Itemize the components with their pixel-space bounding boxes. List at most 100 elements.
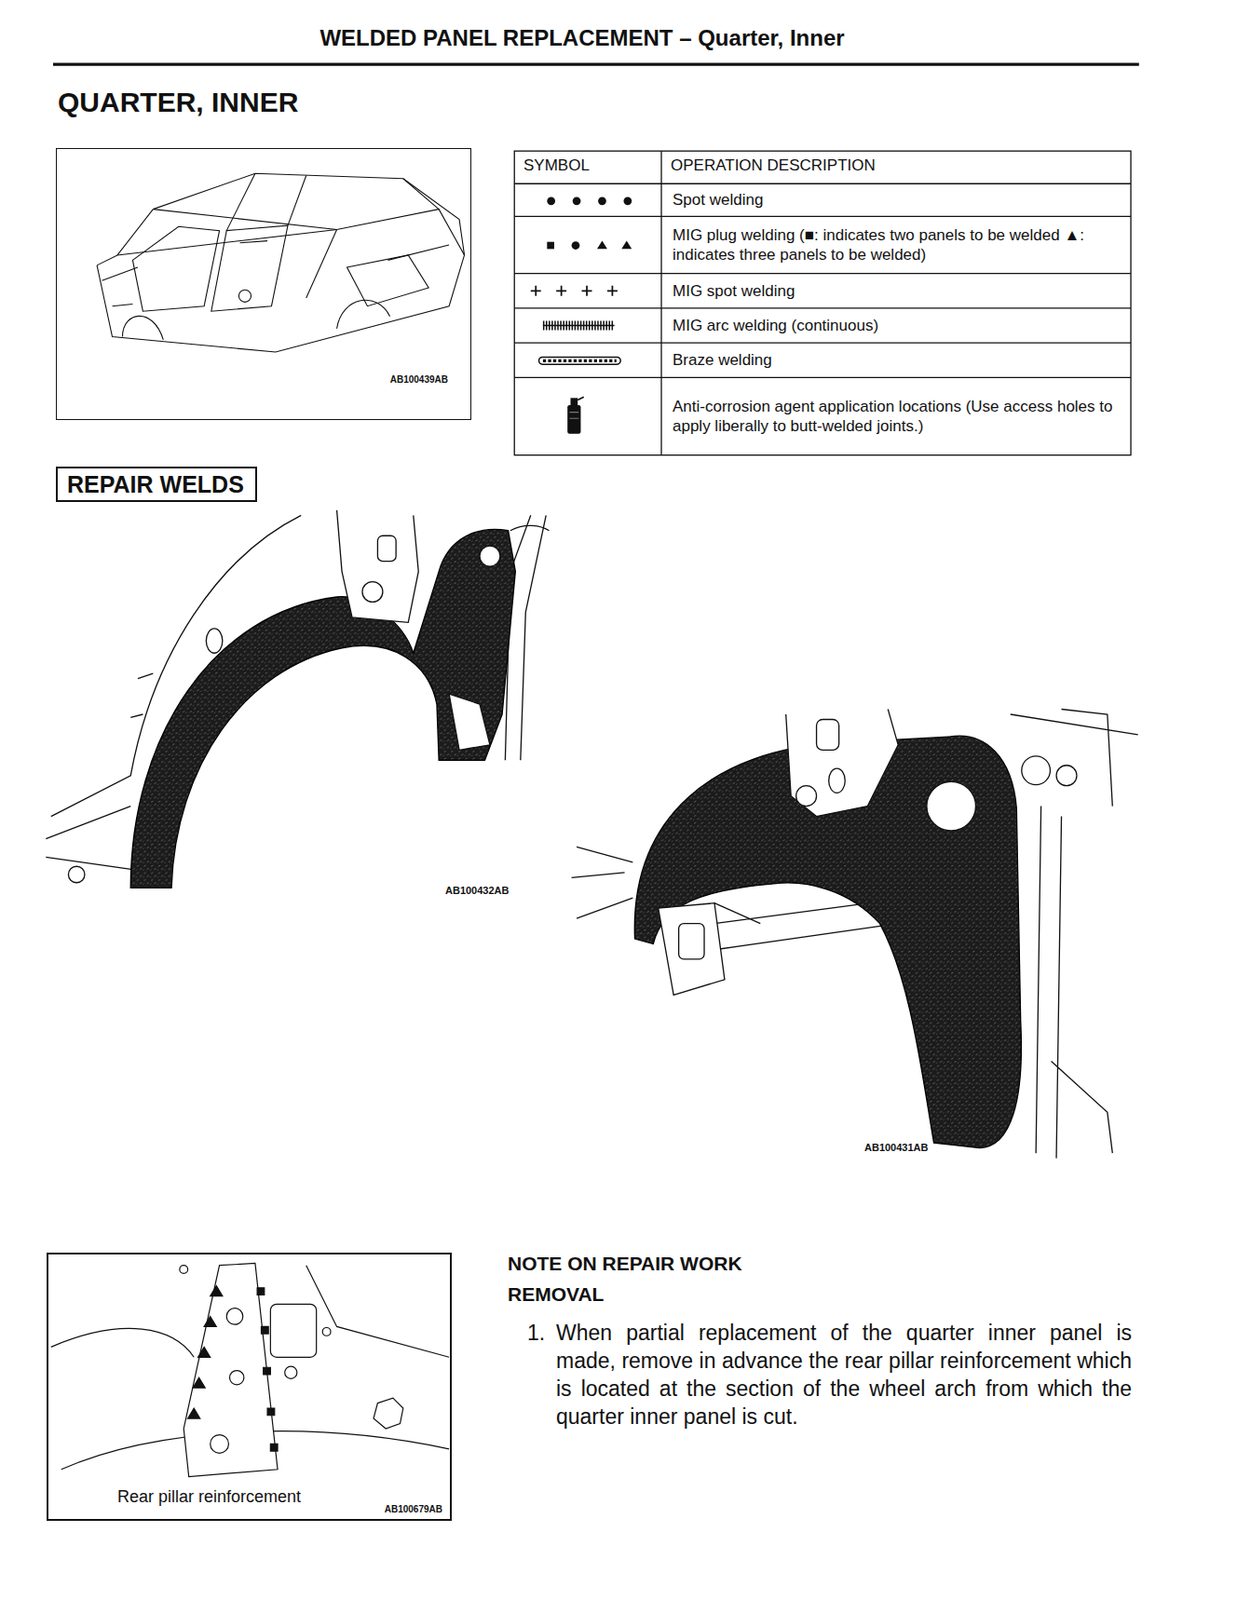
symbol-table-grid: [514, 272, 1131, 274]
note-text: When partial replacement of the quarter …: [556, 1318, 1132, 1431]
wheel-arch-left: [362, 582, 383, 603]
weld-symbols: [571, 241, 581, 250]
section-heading: REMOVAL: [507, 1282, 604, 1306]
legend-text: MIG arc welding (continuous): [672, 316, 879, 336]
wheel-arch-right: [796, 786, 817, 807]
symbol-table-grid: [660, 150, 662, 456]
symbol-table-grid: [514, 307, 1131, 309]
symbol-table-grid: [514, 377, 1131, 379]
weld-symbols: [539, 356, 622, 365]
table-cell: Spot welding: [663, 185, 1129, 216]
car-body-sketch: [102, 241, 450, 307]
rear-pillar-sketch: [188, 1286, 223, 1419]
rear-pillar-sketch: [285, 1366, 298, 1379]
weld-symbols: [569, 412, 579, 420]
rear-pillar-sketch: [257, 1288, 278, 1452]
car-body-sketch: [96, 173, 464, 353]
running-header: WELDED PANEL REPLACEMENT – Quarter, Inne…: [0, 25, 1165, 53]
weld-symbols: [623, 196, 632, 205]
rear-pillar-sketch: [226, 1308, 244, 1326]
header-rule: [53, 62, 1140, 66]
wheel-arch-right: [786, 709, 899, 817]
wheel-arch-right: [571, 846, 634, 919]
weld-symbols: [543, 321, 615, 331]
rear-pillar-sketch: [322, 1328, 331, 1337]
weld-symbols: [597, 241, 632, 250]
section-heading: NOTE ON REPAIR WORK: [507, 1251, 743, 1276]
table-header: OPERATION DESCRIPTION: [670, 156, 876, 176]
wheel-arch-left: [67, 866, 85, 884]
wheel-arch-left: [205, 628, 223, 653]
legend-text: Spot welding: [672, 190, 763, 210]
car-body-sketch: [211, 225, 288, 312]
part-name: Rear pillar reinforcement: [115, 1487, 303, 1509]
wheel-arch-left: [377, 535, 396, 561]
legend-text: MIG plug welding (■: indicates two panel…: [672, 226, 1120, 265]
weld-symbols: [546, 196, 556, 205]
wheel-arch-right: [1021, 756, 1051, 786]
wheel-arch-right: [829, 768, 846, 793]
wheel-arch-right: [926, 781, 977, 831]
legend-text: Anti-corrosion agent application locatio…: [672, 397, 1120, 436]
car-body-sketch: [152, 173, 439, 230]
car-body-sketch: [96, 209, 464, 353]
rear-pillar-sketch: [373, 1398, 404, 1429]
figure-code: AB100431AB: [864, 1141, 928, 1155]
wheel-arch-right: [658, 903, 725, 996]
symbol-table-grid: [514, 150, 1131, 456]
figure-code: AB100679AB: [382, 1504, 445, 1516]
wheel-arch-right: [571, 709, 1139, 1159]
wheel-arch-left: [448, 693, 490, 750]
weld-symbols: [570, 397, 578, 406]
wheel-arch-right: [1056, 765, 1077, 787]
section-title: REPAIR WELDS: [65, 470, 248, 499]
car-body-sketch: [226, 173, 429, 306]
wheel-arch-left: [130, 525, 549, 718]
wheel-arch-right: [1010, 709, 1139, 1159]
legend-text: MIG spot welding: [672, 282, 795, 301]
weld-symbols: [577, 396, 585, 400]
rear-pillar-sketch: [183, 1263, 278, 1477]
car-body-sketch: [96, 178, 464, 266]
figure-code: AB100439AB: [388, 374, 450, 386]
figure-box: Rear pillar reinforcementAB100679AB: [46, 1252, 452, 1522]
rear-pillar-sketch: [179, 1265, 189, 1275]
wheel-arch-right: [816, 719, 840, 750]
symbol-table-grid: [514, 216, 1131, 218]
wheel-arch-right: [679, 924, 705, 960]
wheel-arch-left: [45, 510, 549, 888]
weld-symbols: [567, 405, 581, 435]
wheel-arch-left: [479, 545, 501, 567]
rear-pillar-sketch: [51, 1263, 449, 1477]
weld-symbols: [530, 285, 618, 297]
weld-symbols: [598, 196, 607, 205]
section-box: REPAIR WELDS: [55, 466, 258, 503]
car-body-sketch: [132, 226, 219, 312]
table-cell: Braze welding: [663, 344, 1129, 377]
rear-pillar-sketch: [230, 1371, 245, 1386]
table-cell: MIG arc welding (continuous): [663, 310, 1129, 342]
step-number: 1.: [527, 1318, 545, 1347]
weld-symbols: [543, 359, 617, 363]
weld-symbols: [530, 196, 632, 434]
legend-text: Braze welding: [672, 351, 773, 370]
car-body-sketch: [122, 230, 390, 340]
table-cell: MIG spot welding: [663, 275, 1129, 308]
figure-box: AB100439AB: [55, 148, 472, 421]
symbol-table-grid: [514, 341, 1131, 343]
symbol-table-grid: [514, 150, 1131, 456]
wheel-arch-left: [130, 529, 516, 888]
weld-symbols: [572, 196, 582, 205]
figure-code: AB100432AB: [445, 884, 509, 898]
wheel-arch-left: [337, 510, 420, 624]
table-cell: Anti-corrosion agent application locatio…: [663, 379, 1129, 455]
weld-symbols: [543, 325, 615, 327]
table-header: SYMBOL: [523, 156, 590, 176]
rear-pillar-sketch: [210, 1435, 230, 1455]
symbol-table-grid: [514, 183, 1131, 185]
table-cell: MIG plug welding (■: indicates two panel…: [663, 217, 1129, 273]
rear-pillar-sketch: [270, 1304, 316, 1358]
page-title: QUARTER, INNER: [57, 85, 299, 120]
weld-symbols: [546, 242, 555, 250]
